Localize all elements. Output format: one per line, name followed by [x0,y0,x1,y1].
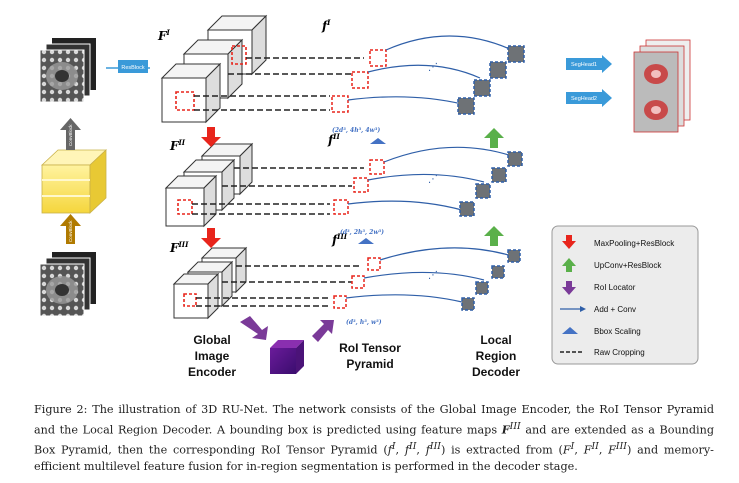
purple-roi-tensor [270,340,304,374]
svg-text:Pyramid: Pyramid [346,357,393,371]
svg-text:Local: Local [480,333,511,347]
maxpool-arrow-1 [201,127,221,147]
legend-maxpool-icon [562,235,576,249]
ellipsis-1: ⋰ [428,62,438,73]
svg-text:Decoder: Decoder [472,365,520,379]
roi-cubes-level-1 [331,49,387,113]
legend-addconv-icon [560,306,586,312]
label-F3: FIII [169,240,189,255]
upconv-arrow-2 [484,226,504,246]
bbox-triangle-1 [370,138,386,144]
legend-roi-label: RoI Locator [594,283,636,292]
upconv-arrow-1 [484,128,504,148]
label-F2: FII [169,138,186,153]
decoder-cubes-level-2 [459,151,523,217]
roi-locator-arrow-2 [312,320,334,342]
bbox-label-3: (d³, h³, w³) [346,319,382,326]
svg-text:RoI Tensor: RoI Tensor [339,341,401,355]
raw-cropping-lines [192,57,364,307]
add-conv-arcs [345,35,513,303]
output-segmentation-stack [633,39,691,133]
legend-upconv-label: UpConv+ResBlock [594,261,662,270]
legend-crop-label: Raw Cropping [594,348,645,357]
label-f3: fIII [331,232,348,247]
ellipsis-3: ⋰ [428,270,438,281]
input-ct-stack-bottom [39,252,96,317]
legend-maxpool-label: MaxPooling+ResBlock [594,239,675,248]
decoder-cubes-level-3 [461,249,521,311]
svg-text:Image: Image [195,349,230,363]
legend-addconv-label: Add + Conv [594,305,636,314]
maxpool-arrow-2 [201,228,221,248]
resblock-label: ResBlock [121,65,144,71]
architecture-figure: ConvBlock ConvBlock ResBlock [39,14,699,379]
label-f1: fI [321,18,331,33]
decoder-cubes-level-1 [457,45,525,115]
section-global-image-encoder: Global Image Encoder [188,333,236,379]
section-roi-tensor-pyramid: RoI Tensor Pyramid [339,341,401,371]
label-F1: FI [157,28,171,43]
stem-up-label: ConvBlock [68,124,73,146]
encoder-level-1 [160,14,268,124]
seghead1-label: SegHead1 [571,62,597,68]
legend-upconv-icon [562,258,576,272]
label-f2: fII [327,132,340,147]
svg-text:Region: Region [476,349,517,363]
section-local-region-decoder: Local Region Decoder [472,333,520,379]
legend-bbox-icon [562,327,578,334]
roi-locator-arrow-1 [240,316,268,340]
bbox-label-2: (d³, 2h³, 2w³) [340,229,384,236]
resblock-arrow: ResBlock [106,60,150,73]
stem-arrow-down: ConvBlock [60,214,81,244]
svg-text:Global: Global [193,333,230,347]
encoder-level-3 [172,246,248,320]
input-ct-stack-top [39,38,96,103]
bbox-label-1: (2d³, 4h³, 4w³) [332,127,380,134]
legend-roi-icon [562,281,576,295]
svg-text:Encoder: Encoder [188,365,236,379]
seghead1-arrow: SegHead1 [566,55,612,73]
figure-caption: Figure 2: The illustration of 3D RU-Net.… [34,403,714,473]
legend: MaxPooling+ResBlock UpConv+ResBlock RoI … [551,225,699,365]
roi-cubes-level-2 [333,159,385,215]
seghead2-label: SegHead2 [571,96,597,102]
roi-cubes-level-3 [333,257,381,309]
bbox-triangle-2 [358,238,374,244]
ellipsis-2: ⋰ [428,174,438,185]
stem-down-label: ConvBlock [68,220,73,242]
seghead2-arrow: SegHead2 [566,89,612,107]
stem-arrow-up: ConvBlock [60,118,81,150]
yellow-feature-volume [40,149,108,214]
legend-bbox-label: Bbox Scaling [594,327,641,336]
